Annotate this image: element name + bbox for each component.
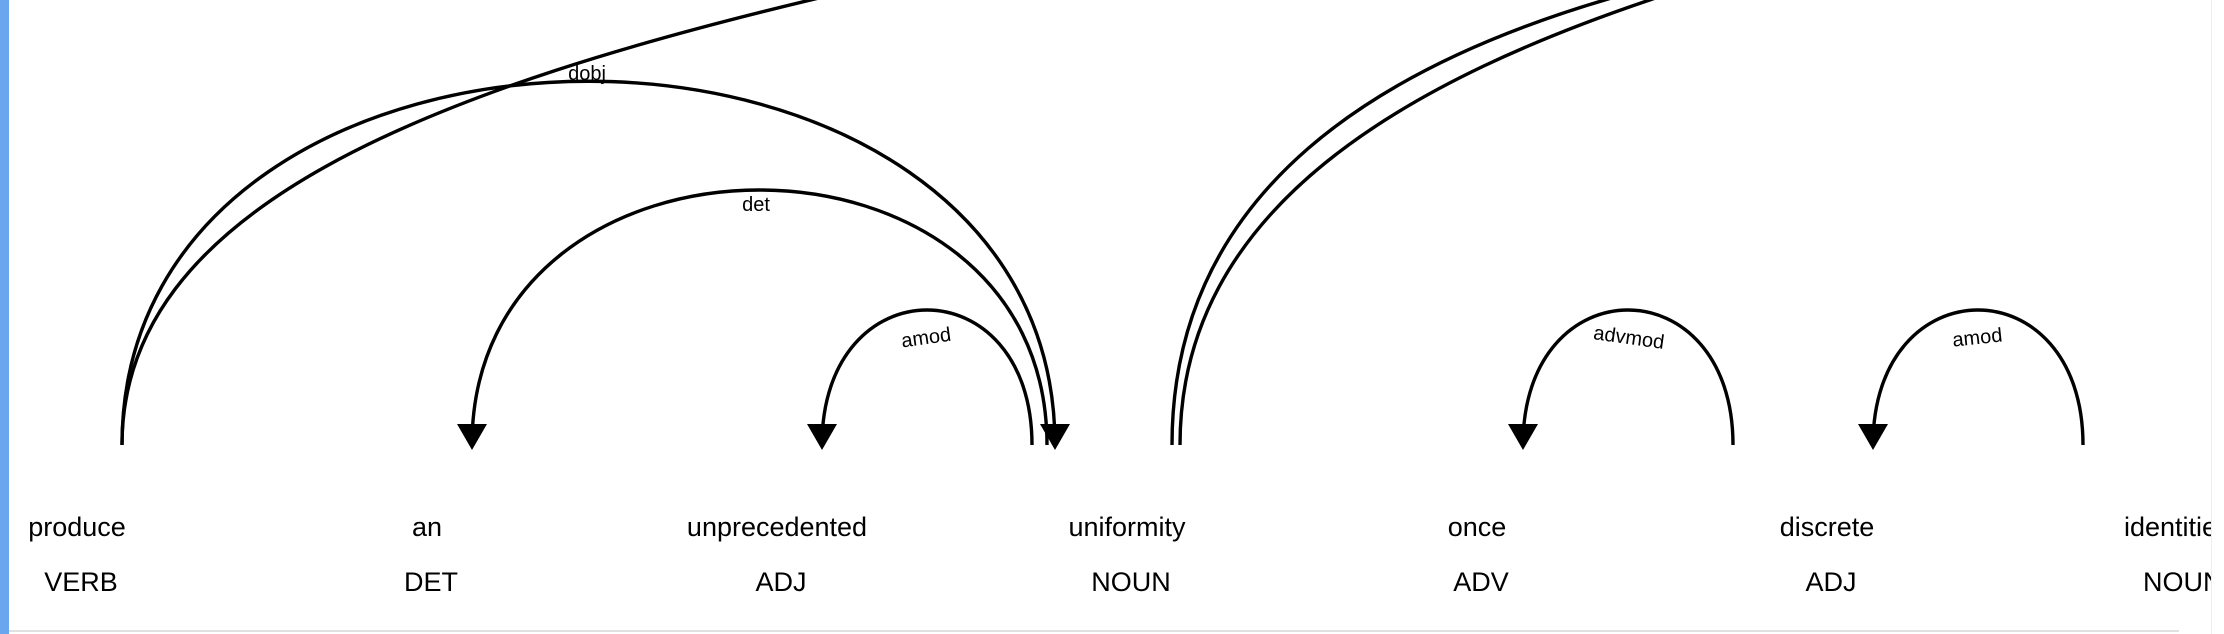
arrowhead-dobj — [1040, 424, 1070, 450]
arc-advmod — [1521, 308, 1735, 446]
arc-label-amod-2: amod — [1951, 324, 2003, 351]
token-tag-unprecedented: ADJ — [755, 567, 806, 597]
arrowhead-advmod — [1508, 424, 1538, 450]
token-tag-an: DET — [404, 567, 458, 597]
token-tag-uniformity: NOUN — [1091, 567, 1171, 597]
token-word-once: once — [1448, 512, 1507, 542]
arrowhead-det — [457, 424, 487, 450]
offscreen-arc-right-2 — [1178, 0, 1656, 446]
right-edge-line — [2211, 0, 2212, 634]
arrowhead-amod-2 — [1858, 424, 1888, 450]
arc-label-dobj: dobj — [568, 63, 606, 85]
token-word-identities: identities — [2124, 512, 2224, 542]
offscreen-arc-right-1 — [1170, 0, 1611, 446]
token-word-unprecedented: unprecedented — [687, 512, 867, 542]
offscreen-arc-left — [120, 0, 818, 446]
arc-dobj — [120, 79, 1057, 446]
token-tag-identities: NOUN — [2143, 567, 2223, 597]
arc-label-advmod: advmod — [1592, 322, 1666, 354]
token-tag-once: ADV — [1453, 567, 1509, 597]
token-word-uniformity: uniformity — [1068, 512, 1186, 542]
right-edge-mask — [2212, 0, 2224, 634]
arc-label-det: det — [742, 194, 770, 216]
token-word-discrete: discrete — [1780, 512, 1875, 542]
left-scroll-strip — [0, 0, 9, 634]
arc-amod-2 — [1871, 308, 2085, 446]
arc-label-amod-1: amod — [900, 324, 953, 353]
token-word-an: an — [412, 512, 442, 542]
token-tag-produce: VERB — [44, 567, 118, 597]
token-word-produce: produce — [28, 512, 126, 542]
token-tag-discrete: ADJ — [1805, 567, 1856, 597]
arc-det — [470, 188, 1049, 446]
arc-amod-1 — [820, 308, 1034, 446]
bottom-divider — [9, 630, 2179, 632]
arrowhead-amod-1 — [807, 424, 837, 450]
